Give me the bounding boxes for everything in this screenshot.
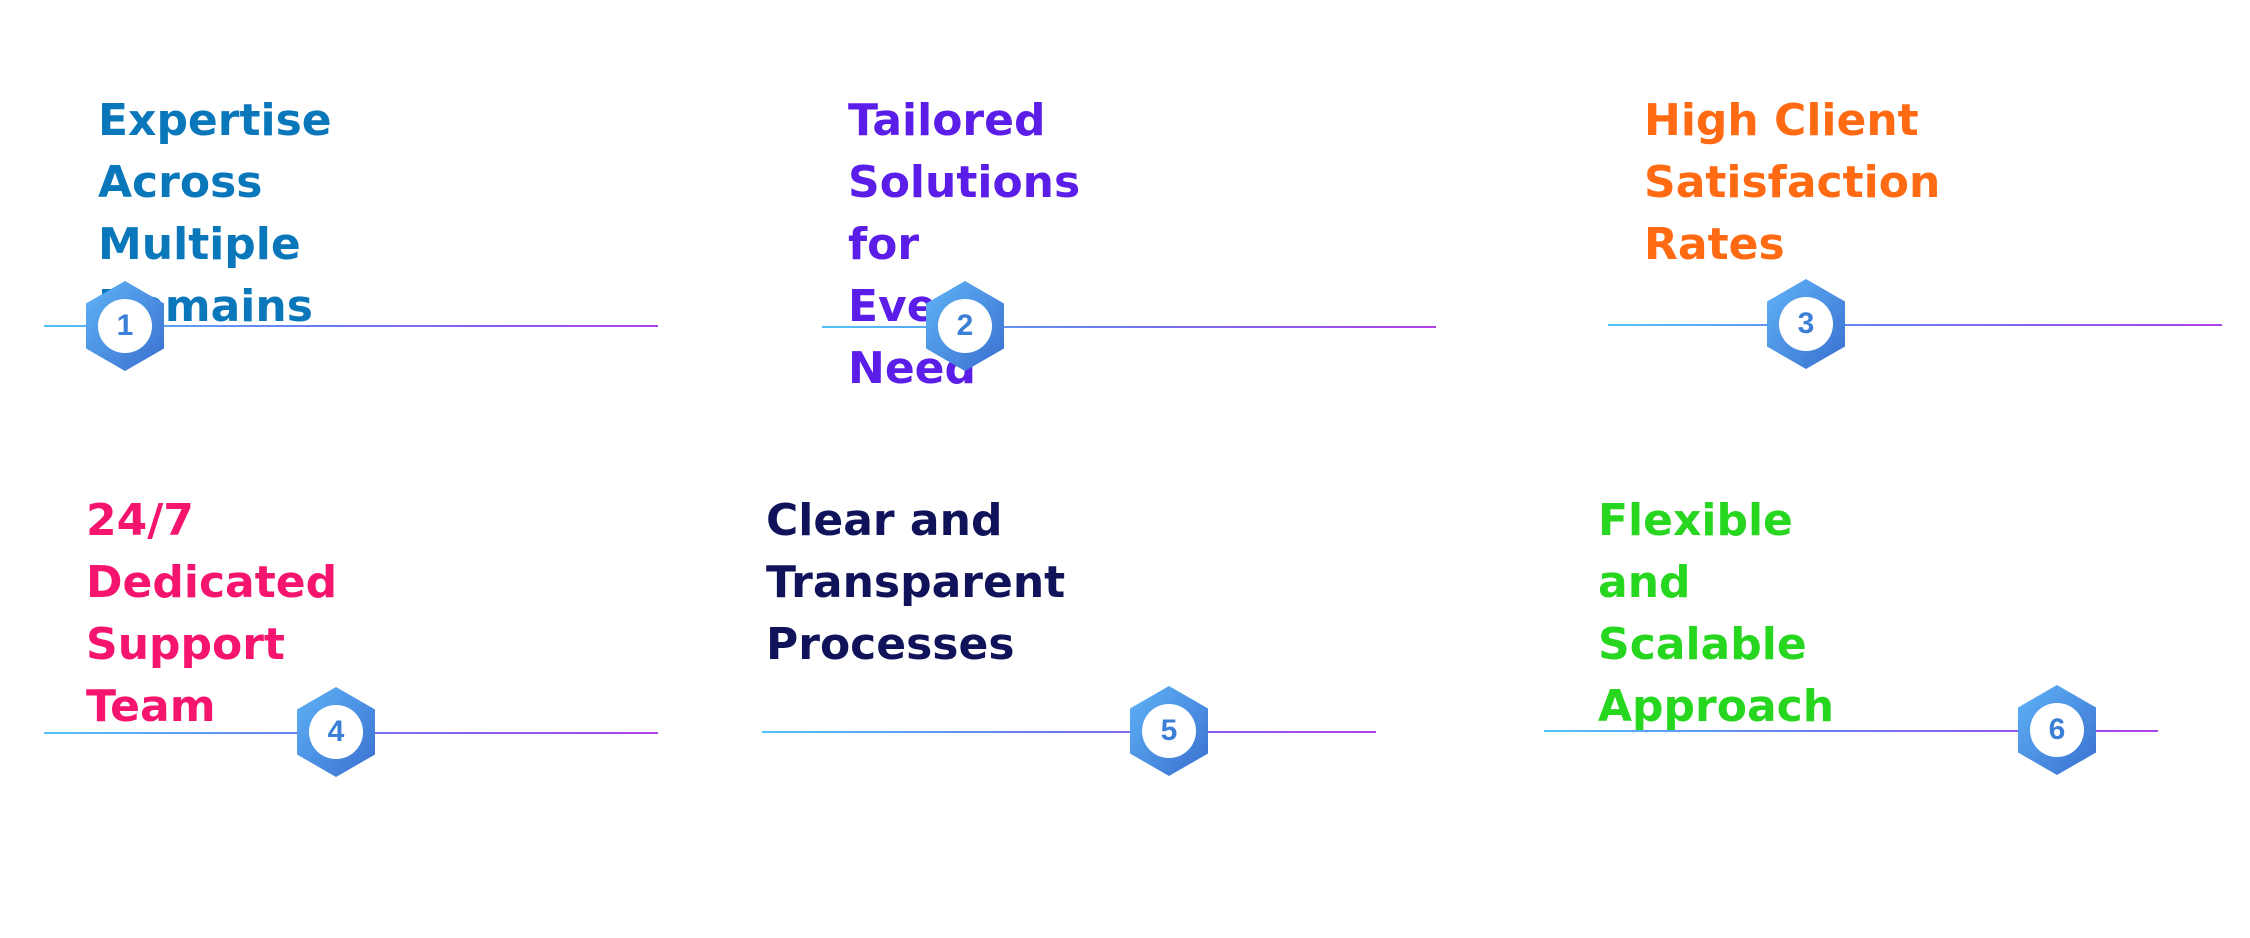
hexagon-badge-icon	[86, 281, 164, 371]
timeline-line-5	[762, 731, 1376, 733]
step-badge-3: 3	[1767, 279, 1845, 369]
step-badge-6: 6	[2018, 685, 2096, 775]
step-badge-4: 4	[297, 687, 375, 777]
step-number-1: 1	[116, 309, 134, 342]
step-badge-1: 1	[86, 281, 164, 371]
hexagon-badge-icon	[926, 281, 1004, 371]
hexagon-badge-icon	[1130, 686, 1208, 776]
hexagon-badge-icon	[1767, 279, 1845, 369]
step-number-3: 3	[1797, 307, 1815, 340]
feature-title-4: 24/7 Dedicated Support Team	[86, 495, 338, 732]
timeline-line-6	[1544, 730, 2158, 732]
hexagon-badge-icon	[2018, 685, 2096, 775]
step-badge-5: 5	[1130, 686, 1208, 776]
step-number-5: 5	[1160, 714, 1178, 747]
step-number-2: 2	[956, 309, 974, 342]
feature-title-3: High Client Satisfaction Rates	[1644, 95, 1941, 270]
timeline-line-3	[1608, 324, 2222, 326]
timeline-line-1	[44, 325, 658, 327]
hexagon-badge-icon	[297, 687, 375, 777]
feature-title-6: Flexible and Scalable Approach	[1598, 495, 1835, 732]
step-number-6: 6	[2048, 713, 2066, 746]
step-number-4: 4	[327, 715, 345, 748]
timeline-line-2	[822, 326, 1436, 328]
feature-title-5: Clear and Transparent Processes	[766, 495, 1066, 670]
step-badge-2: 2	[926, 281, 1004, 371]
